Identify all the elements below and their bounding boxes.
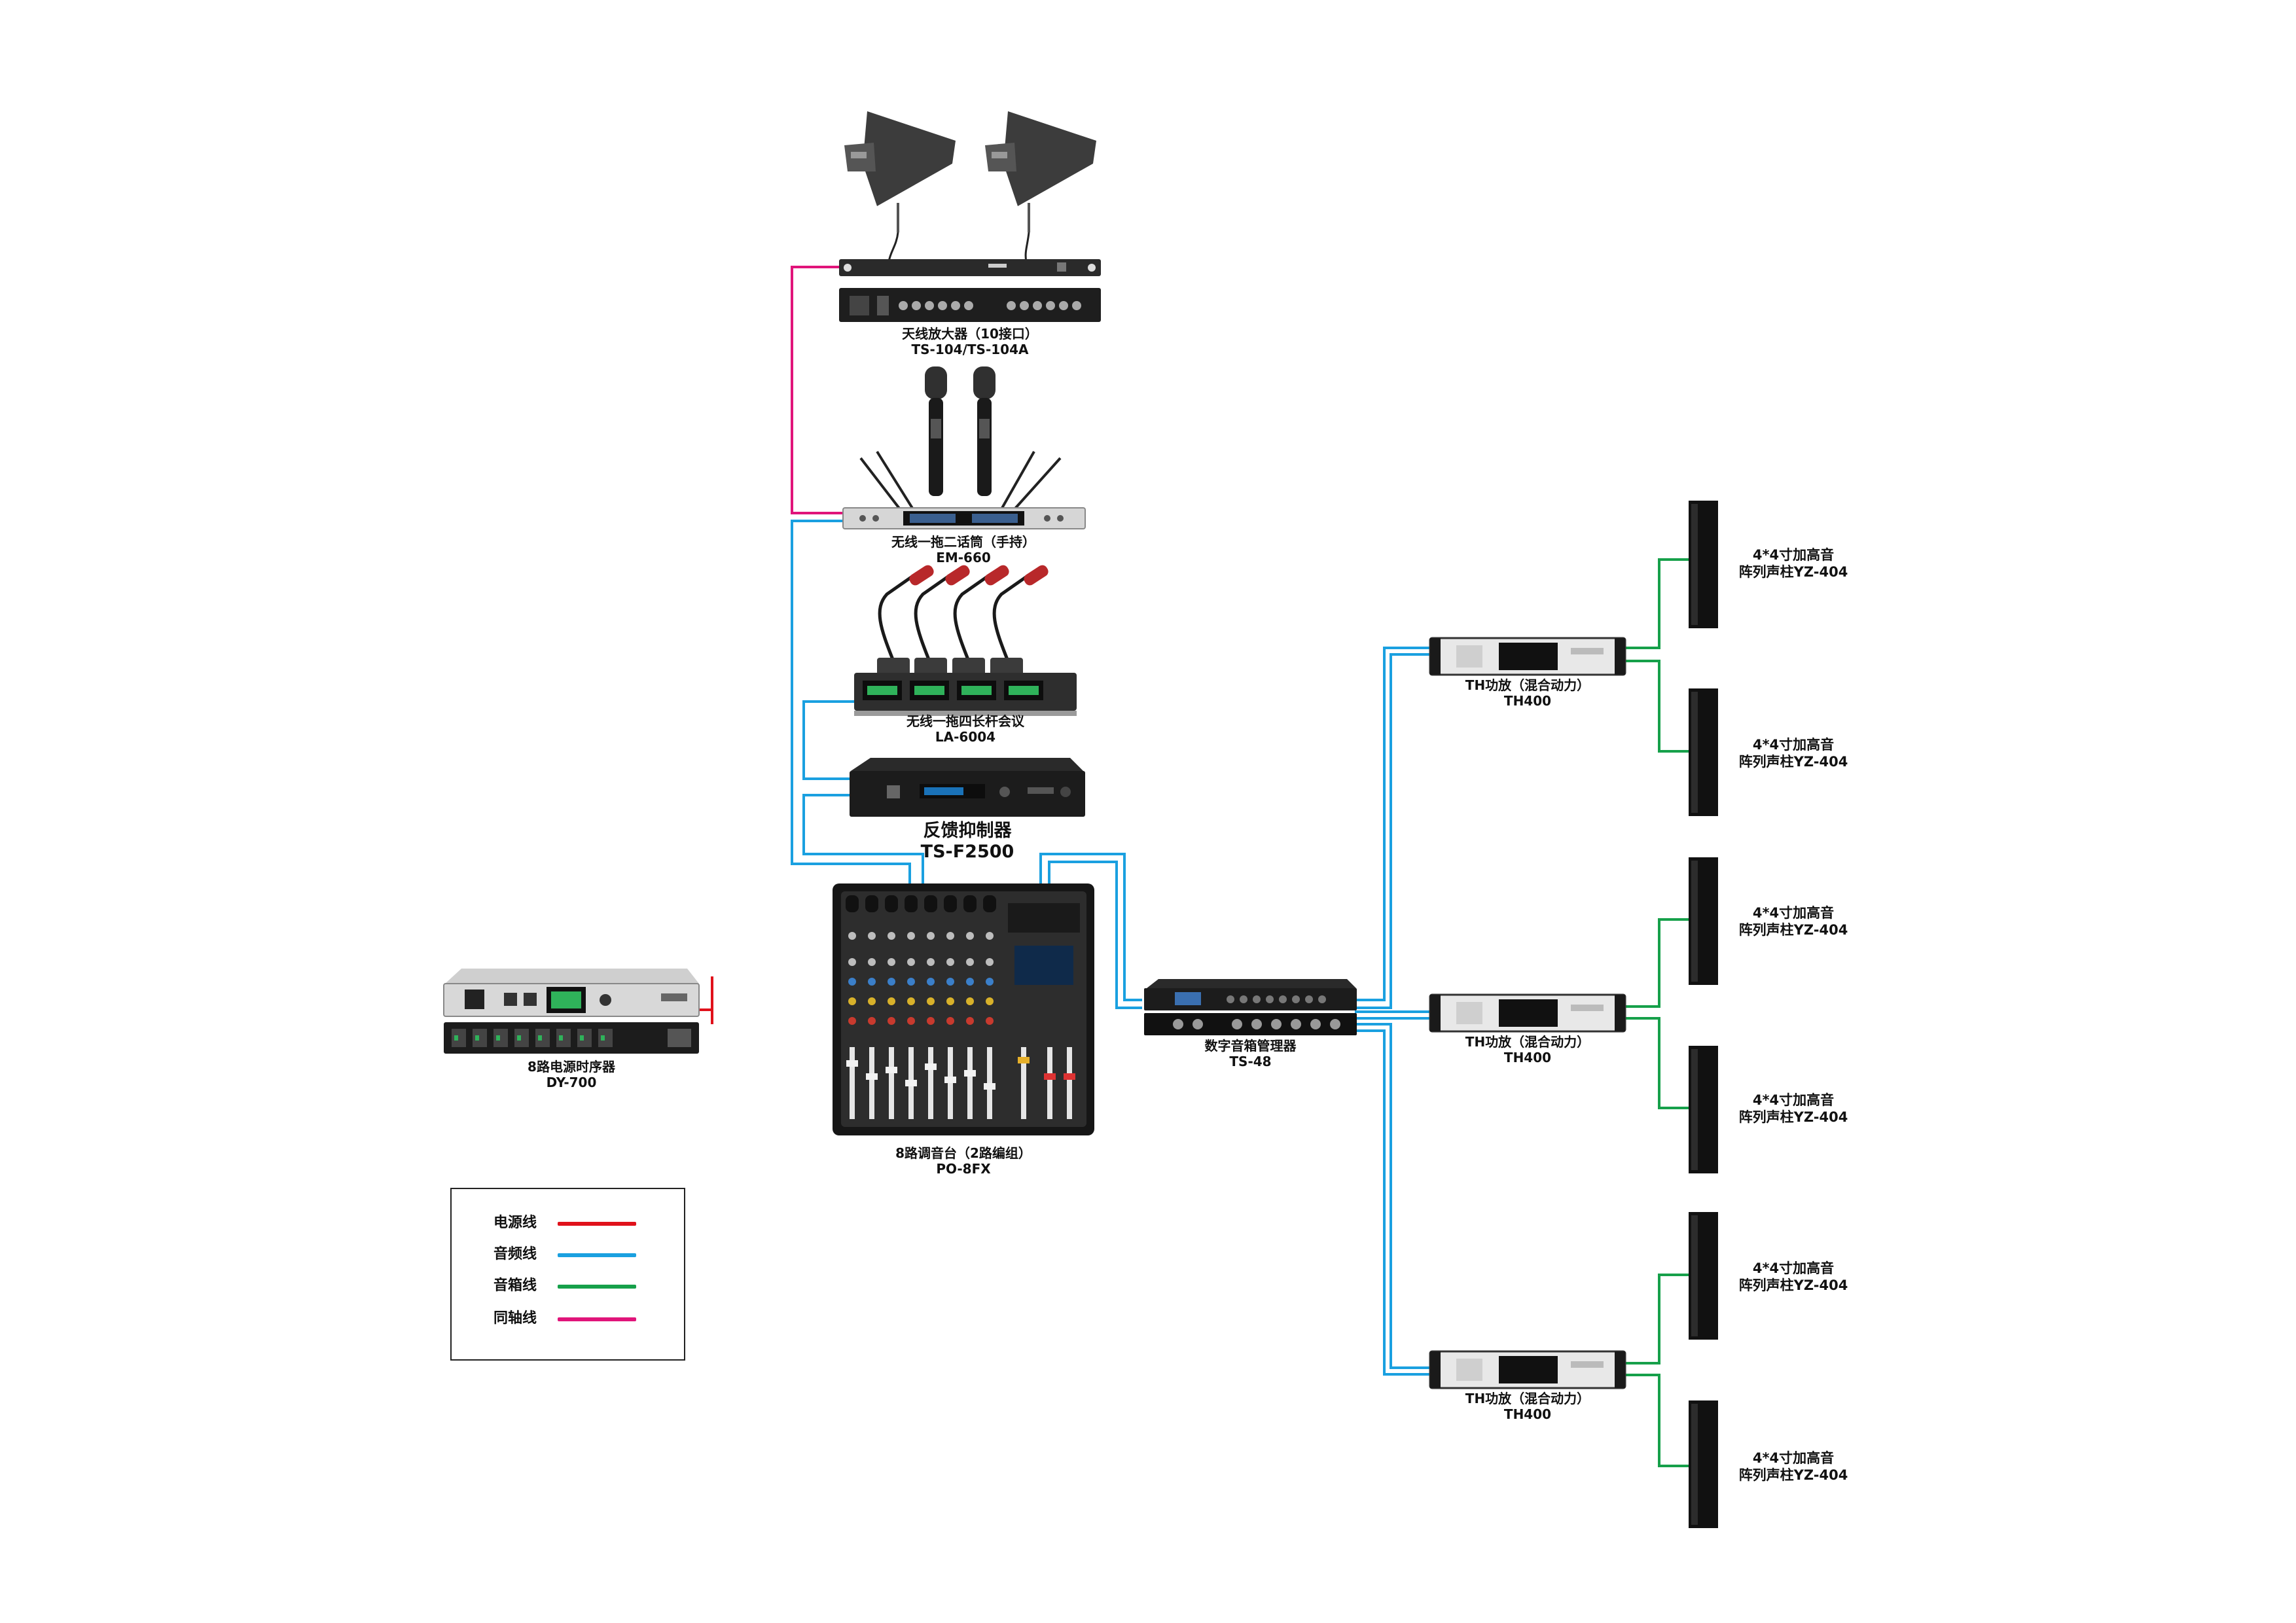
amplifier-3-name: TH功放（混合动力） [1465, 1391, 1590, 1406]
speaker-4-line1: 4*4寸加高音 [1752, 1092, 1835, 1108]
amplifier-1-label: TH功放（混合动力） TH400 [1430, 677, 1625, 709]
power-sequencer-label: 8路电源时序器 DY-700 [444, 1059, 699, 1090]
legend-swatch-power [558, 1222, 636, 1226]
amplifier-2-label: TH功放（混合动力） TH400 [1430, 1034, 1625, 1065]
wireless-mic-name: 无线一拖二话筒（手持） [891, 534, 1035, 550]
speaker-manager-model: TS-48 [1229, 1054, 1272, 1069]
feedback-suppressor-label: 反馈抑制器 TS-F2500 [850, 821, 1085, 863]
amplifier-3-label: TH功放（混合动力） TH400 [1430, 1391, 1625, 1422]
speaker-4-label: 4*4寸加高音 阵列声柱YZ-404 [1728, 1092, 1859, 1126]
speaker-column-6 [1689, 1400, 1718, 1528]
wireless-mic-model: EM-660 [936, 550, 991, 565]
legend-label-coax: 同轴线 [493, 1310, 537, 1327]
speaker-2-label: 4*4寸加高音 阵列声柱YZ-404 [1728, 736, 1859, 771]
mixer-model: PO-8FX [936, 1161, 991, 1177]
amplifier-2 [1429, 993, 1626, 1033]
column-speakers [1689, 501, 1718, 1528]
legend-swatch-coax [558, 1317, 636, 1321]
legend-label-power: 电源线 [493, 1215, 537, 1231]
antenna-left [844, 111, 956, 262]
speaker-4-line2: 阵列声柱YZ-404 [1738, 1109, 1848, 1126]
speaker-3-line1: 4*4寸加高音 [1752, 905, 1835, 921]
speaker-1-line1: 4*4寸加高音 [1752, 547, 1835, 563]
amplifier-3-model: TH400 [1503, 1406, 1552, 1422]
conference-receiver [854, 673, 1077, 716]
power-sequencer-unit [443, 969, 700, 1054]
speaker-6-line2: 阵列声柱YZ-404 [1738, 1467, 1848, 1484]
mixer-unit [833, 883, 1094, 1135]
speaker-2-line2: 阵列声柱YZ-404 [1738, 754, 1848, 770]
speaker-column-3 [1689, 857, 1718, 985]
speaker-manager-unit [1144, 979, 1357, 1035]
amplifier-1-model: TH400 [1503, 693, 1552, 709]
antenna-amp-name: 天线放大器（10接口） [902, 326, 1038, 342]
legend-item-speaker: 音箱线 [452, 1276, 684, 1296]
legend-label-audio: 音频线 [493, 1246, 537, 1262]
cable-legend: 电源线 音频线 音箱线 同轴线 [450, 1188, 685, 1361]
mixer-label: 8路调音台（2路编组） PO-8FX [833, 1145, 1094, 1177]
speaker-5-line2: 阵列声柱YZ-404 [1738, 1277, 1848, 1294]
legend-swatch-speaker [558, 1285, 636, 1289]
speaker-6-line1: 4*4寸加高音 [1752, 1450, 1835, 1466]
amplifier-1-name: TH功放（混合动力） [1465, 677, 1590, 693]
antenna-amplifier-unit [839, 259, 1101, 322]
amplifier-1 [1429, 637, 1626, 676]
feedback-suppressor-unit [850, 758, 1085, 817]
legend-item-power: 电源线 [452, 1213, 684, 1233]
legend-swatch-audio [558, 1253, 636, 1257]
speaker-column-2 [1689, 688, 1718, 816]
feedback-suppressor-name: 反馈抑制器 [923, 821, 1012, 841]
power-sequencer-model: DY-700 [546, 1075, 597, 1090]
speaker-5-line1: 4*4寸加高音 [1752, 1260, 1835, 1276]
speaker-column-5 [1689, 1212, 1718, 1340]
legend-label-speaker: 音箱线 [493, 1277, 537, 1294]
speaker-1-label: 4*4寸加高音 阵列声柱YZ-404 [1728, 546, 1859, 581]
coax-cables [791, 266, 844, 514]
speaker-column-4 [1689, 1046, 1718, 1173]
speaker-2-line1: 4*4寸加高音 [1752, 737, 1835, 753]
power-sequencer-name: 8路电源时序器 [528, 1059, 615, 1075]
amplifier-3 [1429, 1350, 1626, 1389]
legend-item-coax: 同轴线 [452, 1309, 684, 1329]
speaker-manager-name: 数字音箱管理器 [1204, 1038, 1297, 1054]
speaker-manager-label: 数字音箱管理器 TS-48 [1144, 1038, 1357, 1069]
speaker-3-line2: 阵列声柱YZ-404 [1738, 922, 1848, 938]
legend-item-audio: 音频线 [452, 1245, 684, 1264]
conference-mic-model: LA-6004 [935, 729, 996, 745]
speaker-1-line2: 阵列声柱YZ-404 [1738, 564, 1848, 580]
conference-mic-name: 无线一拖四长杆会议 [906, 713, 1024, 729]
wireless-mic-receiver [842, 507, 1086, 529]
antenna-amp-model: TS-104/TS-104A [911, 342, 1029, 357]
antenna-right [985, 111, 1096, 262]
mixer-name: 8路调音台（2路编组） [895, 1145, 1031, 1161]
speaker-column-1 [1689, 501, 1718, 628]
speaker-cables [1625, 558, 1689, 1467]
speaker-3-label: 4*4寸加高音 阵列声柱YZ-404 [1728, 904, 1859, 939]
wireless-mic-label: 无线一拖二话筒（手持） EM-660 [839, 534, 1088, 565]
speaker-5-label: 4*4寸加高音 阵列声柱YZ-404 [1728, 1260, 1859, 1294]
amplifier-2-name: TH功放（混合动力） [1465, 1034, 1590, 1050]
feedback-suppressor-model: TS-F2500 [920, 842, 1014, 863]
speaker-6-label: 4*4寸加高音 阵列声柱YZ-404 [1728, 1450, 1859, 1484]
amplifier-2-model: TH400 [1503, 1050, 1552, 1065]
antenna-amp-label: 天线放大器（10接口） TS-104/TS-104A [839, 326, 1101, 357]
handheld-microphones [859, 366, 1062, 510]
conference-microphones [877, 565, 1049, 677]
audio-cables [791, 520, 1430, 1376]
conference-mic-label: 无线一拖四长杆会议 LA-6004 [854, 713, 1077, 745]
